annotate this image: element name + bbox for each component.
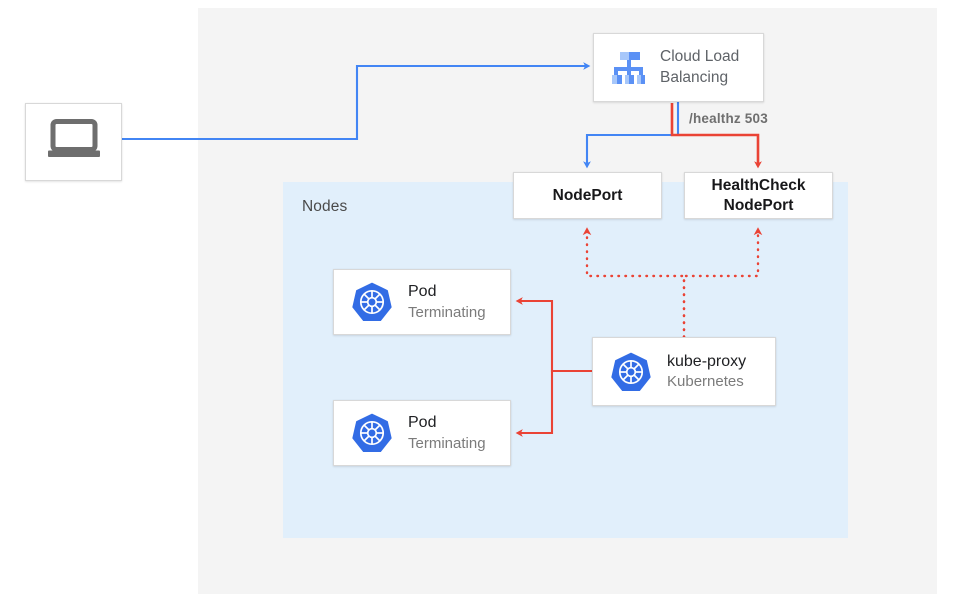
healthz-edge-label: /healthz 503	[689, 111, 768, 126]
cloud-load-balancing-label: Cloud Load Balancing	[660, 47, 739, 89]
pod-node-2[interactable]: Pod Terminating	[333, 400, 511, 466]
nodeport-label: NodePort	[552, 186, 623, 204]
kubernetes-icon	[350, 280, 394, 324]
client-node[interactable]	[25, 103, 122, 181]
pod-node-2-content: Pod Terminating	[334, 401, 510, 465]
nodes-region-label: Nodes	[302, 198, 348, 215]
cloud-load-balancing-icon	[606, 46, 650, 90]
healthcheck-nodeport-node[interactable]: HealthCheck NodePort	[684, 172, 833, 219]
healthcheck-nodeport-label-line1: HealthCheck	[711, 177, 806, 195]
healthcheck-nodeport-label-line2: NodePort	[723, 196, 794, 214]
kube-proxy-subtitle: Kubernetes	[667, 373, 744, 391]
cloud-load-balancing-label-line2: Balancing	[660, 68, 729, 86]
kubernetes-icon	[609, 350, 653, 394]
cloud-load-balancing-node[interactable]: Cloud Load Balancing	[593, 33, 764, 102]
pod-node-1-title: Pod	[408, 283, 437, 301]
cloud-load-balancing-label-line1: Cloud Load	[660, 47, 740, 65]
kube-proxy-text: kube-proxy Kubernetes	[667, 352, 746, 392]
pod-node-1-status: Terminating	[408, 303, 486, 321]
pod-node-2-status: Terminating	[408, 434, 486, 452]
kube-proxy-node[interactable]: kube-proxy Kubernetes	[592, 337, 776, 406]
kubernetes-icon	[350, 411, 394, 455]
nodeport-node[interactable]: NodePort	[513, 172, 662, 219]
pod-node-1-content: Pod Terminating	[334, 270, 510, 334]
healthcheck-nodeport-label: HealthCheck NodePort	[685, 173, 832, 218]
kube-proxy-title: kube-proxy	[667, 352, 747, 370]
pod-node-2-text: Pod Terminating	[408, 413, 486, 453]
pod-node-1[interactable]: Pod Terminating	[333, 269, 511, 335]
pod-node-1-text: Pod Terminating	[408, 282, 486, 322]
pod-node-2-title: Pod	[408, 414, 437, 432]
kube-proxy-content: kube-proxy Kubernetes	[593, 338, 775, 405]
laptop-icon	[46, 119, 102, 166]
